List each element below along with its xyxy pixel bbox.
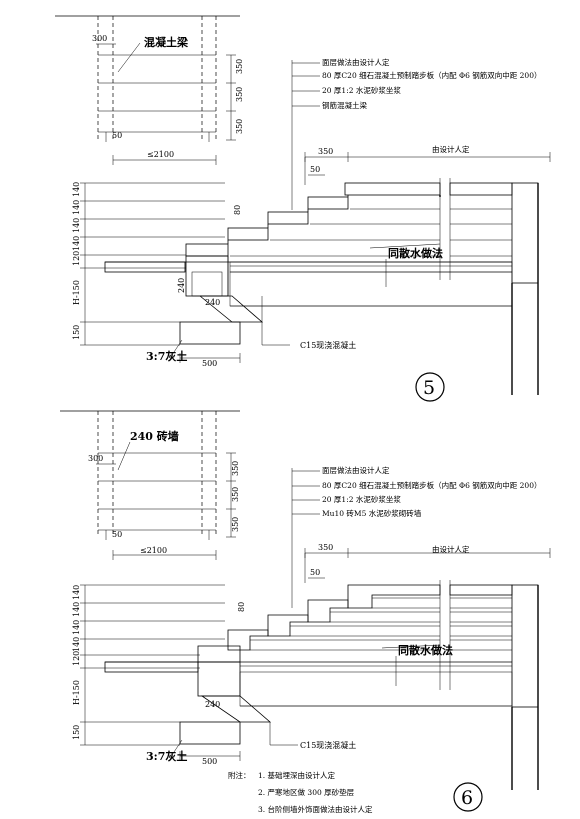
dim-300-6: 300 (88, 454, 103, 463)
note-6-1: 面层做法由设计人定 (322, 465, 390, 475)
tread-1 (344, 182, 441, 196)
left-dim-6-5: 120 (72, 651, 81, 666)
stone-wall-6 (511, 584, 539, 708)
note-6-2: 80 厚C20 细石混凝土预制踏步板（内配 Φ6 钢筋双向中距 200） (322, 480, 541, 490)
left-dim-6-2: 140 (72, 602, 81, 617)
dim-80-6: 80 (237, 602, 246, 612)
tread-1b (449, 182, 513, 196)
detail-number-5: 5 (423, 377, 435, 399)
dim-50: 50 (310, 165, 320, 174)
left-dim-6-3: 140 (72, 620, 81, 635)
detail-circle-6 (453, 782, 483, 812)
dim-2100: ≤2100 (147, 150, 174, 159)
dim-350-6c: 350 (231, 517, 240, 532)
designer-label: 由设计人定 (432, 144, 470, 154)
left-dim-5: 120 (72, 251, 81, 266)
detail-circle-5 (415, 372, 445, 402)
notes-6: 面层做法由设计人定 80 厚C20 细石混凝土预制踏步板（内配 Φ6 钢筋双向中… (291, 465, 541, 608)
top-dim-350: 350 (318, 147, 333, 156)
dim-240-v: 240 (177, 278, 186, 293)
tread-3 (267, 211, 309, 225)
detail-number-6: 6 (461, 787, 473, 809)
left-dims-6: 140 140 140 140 120 H-150 150 (72, 585, 225, 746)
dim-350-c: 350 (235, 119, 244, 134)
tread-4 (227, 227, 269, 241)
tread-5 (185, 243, 229, 257)
lime-label-6: 3:7灰土 (146, 749, 187, 763)
dim-h150-6: H-150 (72, 680, 81, 705)
plan-view-6: 300 240 砖墙 50 350 350 350 ≤2100 (88, 411, 240, 560)
note-3: 20 厚1:2 水泥砂浆坐浆 (322, 85, 401, 95)
footnote-title: 附注： (228, 770, 251, 780)
wall-label: 240 砖墙 (130, 429, 179, 443)
dim-2100-6: ≤2100 (140, 546, 167, 555)
dim-300: 300 (92, 34, 107, 43)
ground-label-6: 同散水做法 (398, 643, 453, 657)
left-dim-4: 140 (72, 236, 81, 251)
beam-label: 混凝土梁 (144, 35, 189, 49)
plan-view-5: 300 混凝土梁 50 350 350 350 ≤2100 (92, 16, 244, 165)
dim-240-6: 240 (205, 700, 220, 709)
dim-350-a: 350 (235, 59, 244, 74)
dim-500-6: 500 (202, 757, 217, 766)
top-dims-5: 350 由设计人定 50 80 (233, 144, 551, 215)
left-dim-3: 140 (72, 218, 81, 233)
left-dim-6-4: 140 (72, 637, 81, 652)
top-dims-6: 350 由设计人定 50 80 (237, 543, 551, 612)
concrete-label: C15现浇混凝土 (300, 340, 356, 350)
tread-2 (307, 196, 349, 210)
left-dims-5: 140 140 140 140 120 H-150 150 (72, 182, 225, 346)
note-6-3: 20 厚1:2 水泥砂浆坐浆 (322, 494, 401, 504)
footnotes: 附注： 1. 基础埋深由设计人定 2. 严寒地区做 300 厚砂垫层 3. 台阶… (228, 770, 373, 814)
lime-label: 3:7灰土 (146, 349, 187, 363)
dim-240-h: 240 (205, 298, 220, 307)
top-dim-350-6: 350 (318, 543, 333, 552)
dim-150: 150 (72, 325, 81, 340)
dim-80: 80 (233, 205, 242, 215)
dim-50-plan-6: 50 (112, 530, 122, 539)
dim-500: 500 (202, 359, 217, 368)
left-dim-1: 140 (72, 182, 81, 197)
detail-6: 300 240 砖墙 50 350 350 350 ≤2100 面层做法由设计人… (60, 410, 551, 814)
dim-50-6: 50 (310, 568, 320, 577)
dim-350-b: 350 (235, 87, 244, 102)
note-4: 钢筋混凝土梁 (322, 100, 367, 110)
concrete-label-6: C15现浇混凝土 (300, 740, 356, 750)
left-dim-6-1: 140 (72, 585, 81, 600)
detail-5: 300 混凝土梁 50 350 350 350 ≤2100 (55, 15, 551, 402)
stone-wall-5 (511, 182, 539, 284)
note-2: 80 厚C20 细石混凝土预制踏步板（内配 Φ6 钢筋双向中距 200） (322, 70, 541, 80)
designer-label-6: 由设计人定 (432, 544, 470, 554)
dim-350-6a: 350 (231, 461, 240, 476)
foundation-6: 240 C15现浇混凝土 500 3:7灰土 (146, 661, 356, 766)
dim-150-6: 150 (72, 725, 81, 740)
dim-350-6b: 350 (231, 487, 240, 502)
dim-50-plan: 50 (112, 131, 122, 140)
notes-5: 面层做法由设计人定 80 厚C20 细石混凝土预制踏步板（内配 Φ6 钢筋双向中… (291, 57, 541, 210)
steps-6 (197, 580, 513, 690)
ground-6: 同散水做法 (104, 643, 513, 707)
footnote-2: 2. 严寒地区做 300 厚砂垫层 (258, 787, 355, 797)
dim-h150: H-150 (72, 280, 81, 305)
ground-5: 同散水做法 (104, 243, 513, 307)
ground-label: 同散水做法 (388, 246, 443, 260)
steps-5 (185, 178, 513, 280)
left-dim-2: 140 (72, 200, 81, 215)
footnote-1: 1. 基础埋深由设计人定 (258, 770, 336, 780)
footnote-3: 3. 台阶侧墙外饰面做法由设计人定 (258, 804, 373, 814)
foundation-5: 240 240 C15现浇混凝土 500 3:7灰土 (146, 255, 356, 368)
note-1: 面层做法由设计人定 (322, 57, 390, 67)
note-6-4: Mu10 砖M5 水泥砂浆砌砖墙 (322, 508, 422, 518)
